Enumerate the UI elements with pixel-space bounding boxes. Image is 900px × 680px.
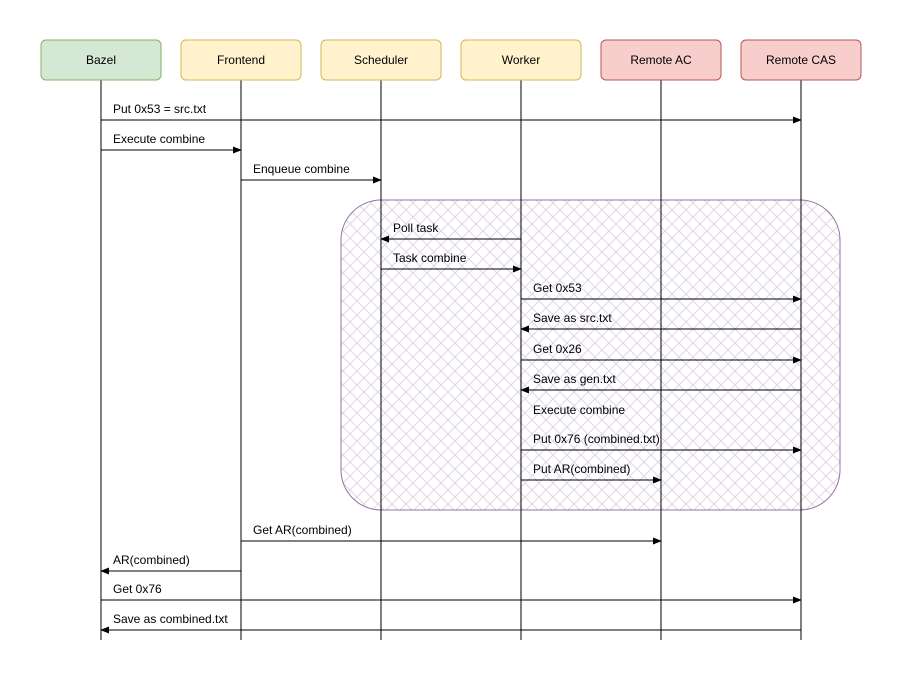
actor-box-scheduler [320, 39, 442, 81]
message-label: Get 0x76 [113, 582, 162, 596]
message: Save as src.txt [520, 311, 801, 333]
message: Put AR(combined) [521, 462, 662, 484]
message-label: Get 0x26 [533, 342, 582, 356]
message: Execute combine [101, 132, 242, 154]
message-label: Poll task [393, 221, 439, 235]
message: Enqueue combine [241, 162, 382, 184]
actor-remote-cas: Remote CAS [740, 39, 862, 81]
actors: Bazel Frontend Scheduler Worker Remote AC Rem… [40, 39, 862, 81]
actor-worker: Worker [460, 39, 582, 81]
message-label: Get AR(combined) [253, 523, 352, 537]
message: Poll task [380, 221, 521, 243]
message-label: Execute combine [533, 403, 625, 417]
actor-remote-ac: Remote AC [600, 39, 722, 81]
actor-box-frontend [180, 39, 302, 81]
message: AR(combined) [100, 553, 241, 575]
message: Put 0x76 (combined.txt) [521, 432, 802, 454]
message: Get 0x26 [521, 342, 802, 364]
message-label: Enqueue combine [253, 162, 350, 176]
actor-box-worker [460, 39, 582, 81]
actor-box-bazel [40, 39, 162, 81]
actor-box-remote-ac [600, 39, 722, 81]
message: Get 0x53 [521, 281, 802, 303]
message: Put 0x53 = src.txt [101, 102, 802, 124]
message-label: Save as combined.txt [113, 612, 228, 626]
message-label: AR(combined) [113, 553, 190, 567]
actor-scheduler: Scheduler [320, 39, 442, 81]
message: Save as gen.txt [520, 372, 801, 394]
message-label: Execute combine [113, 132, 205, 146]
actor-label-bazel: Bazel [86, 53, 116, 67]
actor-label-remote-ac: Remote AC [630, 53, 692, 67]
message: Get 0x76 [101, 582, 802, 604]
worker-execution-region [340, 199, 841, 511]
message-label: Task combine [393, 251, 467, 265]
message: Get AR(combined) [241, 523, 662, 545]
message-label: Save as src.txt [533, 311, 612, 325]
actor-label-remote-cas: Remote CAS [766, 53, 836, 67]
message-label: Get 0x53 [533, 281, 582, 295]
actor-label-frontend: Frontend [217, 53, 265, 67]
message-label: Put 0x76 (combined.txt) [533, 432, 660, 446]
actor-label-scheduler: Scheduler [354, 53, 408, 67]
message-label: Put AR(combined) [533, 462, 630, 476]
message-label: Put 0x53 = src.txt [113, 102, 207, 116]
actor-label-worker: Worker [502, 53, 540, 67]
actor-bazel: Bazel [40, 39, 162, 81]
actor-box-remote-cas [740, 39, 862, 81]
actor-frontend: Frontend [180, 39, 302, 81]
message-label: Save as gen.txt [533, 372, 616, 386]
message: Task combine [381, 251, 522, 273]
message: Save as combined.txt [100, 612, 801, 634]
activity-note: Execute combine [533, 403, 625, 417]
